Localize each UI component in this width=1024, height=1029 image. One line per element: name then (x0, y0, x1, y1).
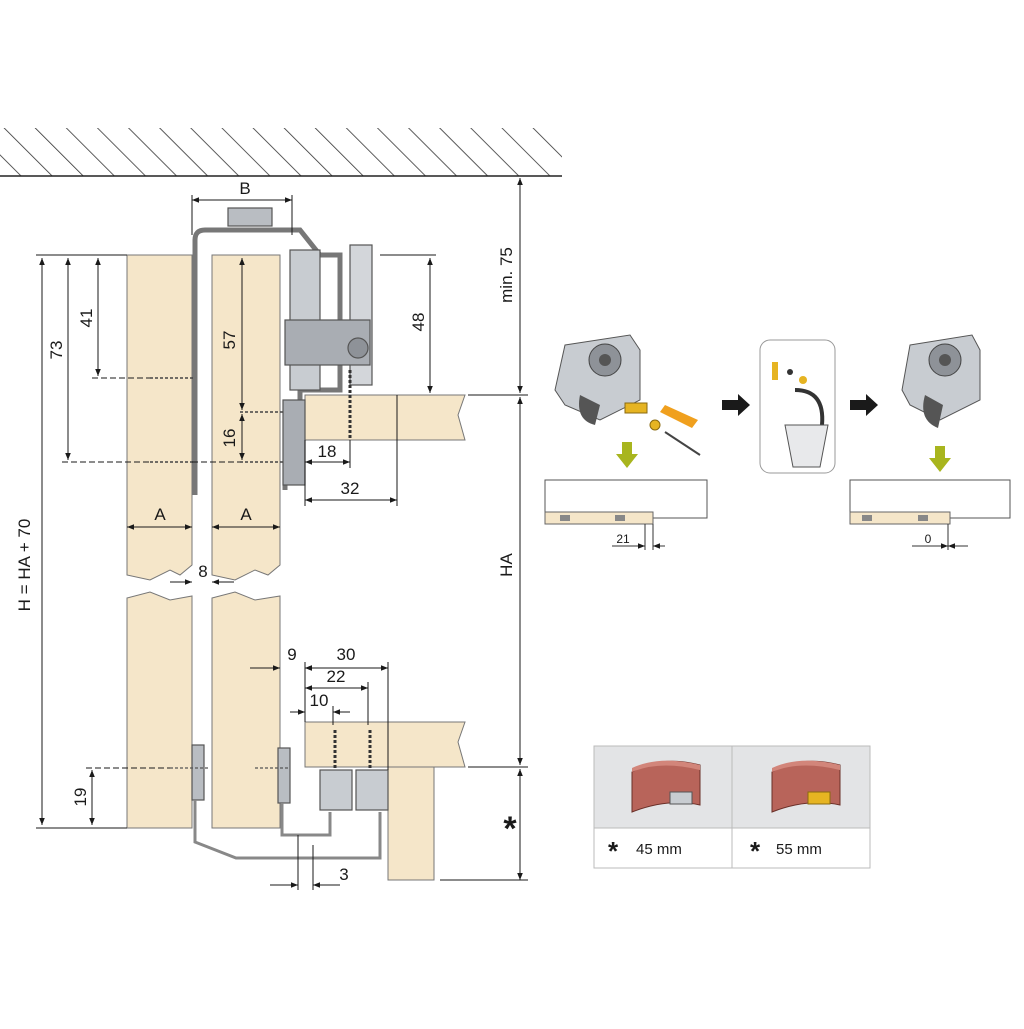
gap-before-label: 21 (616, 532, 630, 546)
dimension-labels: B min. 75 73 41 57 16 48 18 32 A A 8 H =… (15, 179, 517, 884)
dim-18: 18 (318, 442, 337, 461)
bottom-guide-hardware (170, 730, 389, 860)
dimension-lines (36, 178, 528, 890)
step-arrow-1 (722, 394, 750, 416)
curved-arrow-icon (794, 388, 825, 426)
dim-10: 10 (310, 691, 329, 710)
assembly-step-1: 21 (544, 334, 708, 550)
orange-arrow-icon (660, 405, 698, 428)
brass-stopper-icon (624, 402, 661, 431)
legend-value-2: 55 mm (776, 841, 822, 858)
right-arrow-icon (850, 394, 878, 416)
right-arrow-icon (722, 394, 750, 416)
dim-8: 8 (198, 562, 207, 581)
legend-symbol-2: * (750, 836, 761, 866)
legend-value-1: 45 mm (636, 841, 682, 858)
dim-min75: min. 75 (497, 247, 516, 303)
green-down-arrow-icon-1 (616, 442, 638, 468)
dim-57: 57 (220, 331, 239, 350)
dim-22: 22 (327, 667, 346, 686)
brass-part-icon (772, 362, 778, 380)
dim-h-formula: H = HA + 70 (15, 519, 34, 612)
top-track-hardware (192, 207, 373, 495)
assembly-step-2 (759, 339, 836, 474)
top-screws (150, 377, 285, 463)
dim-73: 73 (47, 341, 66, 360)
stopper-55-icon (771, 760, 841, 813)
top-board (304, 394, 466, 441)
stopper-45-icon (631, 760, 701, 813)
legend-symbol-1: * (608, 836, 619, 866)
trash-bin-icon (784, 424, 829, 468)
assembly-step-3: 0 (849, 334, 1011, 550)
hex-key-icon (664, 431, 701, 456)
dim-19: 19 (71, 788, 90, 807)
dim-30: 30 (337, 645, 356, 664)
dim-ha: HA (497, 553, 516, 577)
dim-48: 48 (409, 313, 428, 332)
gap-after-label: 0 (925, 532, 932, 546)
green-down-arrow-icon-2 (929, 446, 951, 472)
dim-9: 9 (287, 645, 296, 664)
dim-32: 32 (341, 479, 360, 498)
dim-b: B (239, 179, 250, 198)
ceiling (0, 128, 562, 177)
dim-a-right: A (240, 505, 252, 524)
door-panels (126, 254, 281, 829)
dim-16: 16 (220, 429, 239, 448)
dim-a-left: A (154, 505, 166, 524)
legend-table: * 45 mm * 55 mm (593, 745, 871, 869)
step-arrow-2 (850, 394, 878, 416)
dim-asterisk: * (503, 810, 517, 848)
dim-41: 41 (77, 309, 96, 328)
bottom-board (304, 721, 466, 881)
dim-3: 3 (339, 865, 348, 884)
